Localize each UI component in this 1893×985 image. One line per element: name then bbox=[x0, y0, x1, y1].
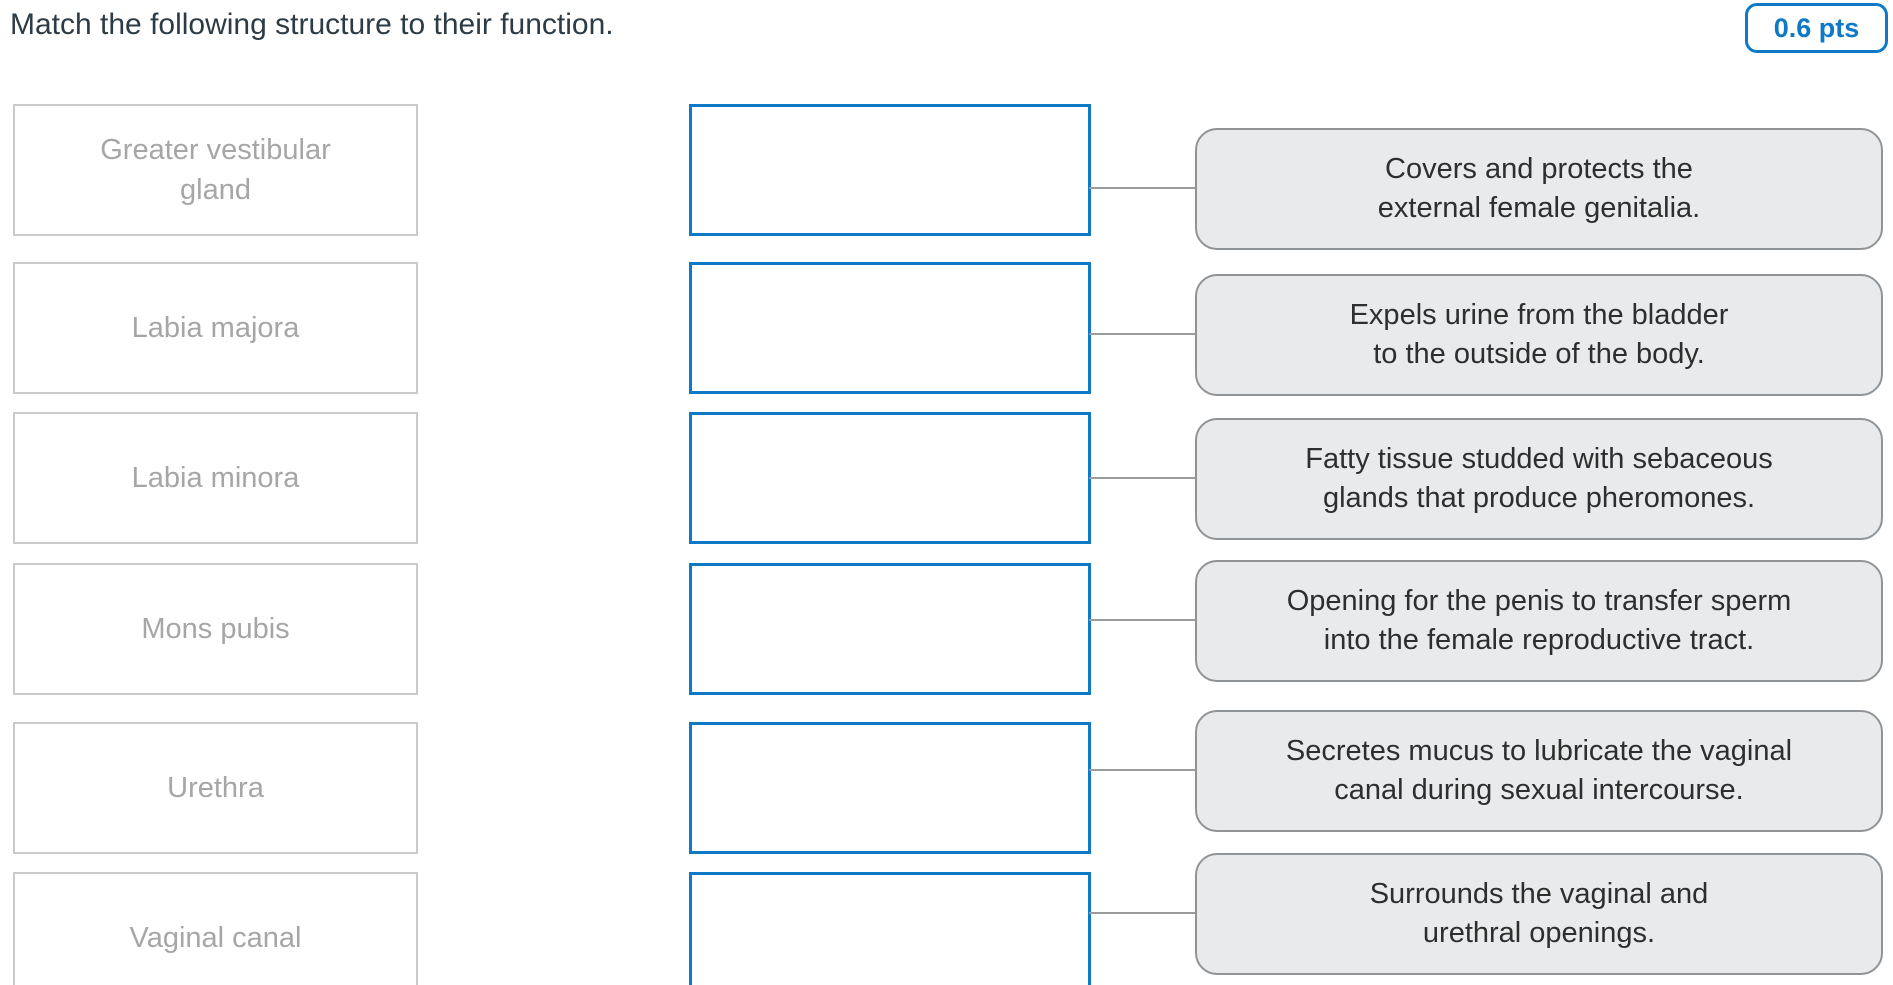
function-bubble-secretes-mucus: Secretes mucus to lubricate the vaginal … bbox=[1195, 710, 1883, 832]
connector-line-1 bbox=[1089, 187, 1195, 189]
drop-zone-5[interactable] bbox=[689, 722, 1091, 854]
connector-line-5 bbox=[1089, 769, 1195, 771]
structure-chip-vaginal-canal[interactable]: Vaginal canal bbox=[13, 872, 418, 985]
structure-chip-mons-pubis[interactable]: Mons pubis bbox=[13, 563, 418, 695]
structure-chip-labia-minora[interactable]: Labia minora bbox=[13, 412, 418, 544]
question-prompt: Match the following structure to their f… bbox=[10, 8, 614, 41]
connector-line-4 bbox=[1089, 619, 1195, 621]
drop-zone-2[interactable] bbox=[689, 262, 1091, 394]
structure-chip-greater-vestibular-gland[interactable]: Greater vestibular gland bbox=[13, 104, 418, 236]
function-bubble-expels-urine: Expels urine from the bladder to the out… bbox=[1195, 274, 1883, 396]
connector-line-6 bbox=[1089, 912, 1195, 914]
drop-zone-6[interactable] bbox=[689, 872, 1091, 985]
drop-zone-3[interactable] bbox=[689, 412, 1091, 544]
function-bubble-opening-for-penis: Opening for the penis to transfer sperm … bbox=[1195, 560, 1883, 682]
function-bubble-fatty-tissue: Fatty tissue studded with sebaceous glan… bbox=[1195, 418, 1883, 540]
drop-zone-4[interactable] bbox=[689, 563, 1091, 695]
connector-line-3 bbox=[1089, 477, 1195, 479]
connector-line-2 bbox=[1089, 333, 1195, 335]
function-bubble-surrounds-openings: Surrounds the vaginal and urethral openi… bbox=[1195, 853, 1883, 975]
structure-chip-labia-majora[interactable]: Labia majora bbox=[13, 262, 418, 394]
drop-zone-1[interactable] bbox=[689, 104, 1091, 236]
structure-chip-urethra[interactable]: Urethra bbox=[13, 722, 418, 854]
points-badge: 0.6 pts bbox=[1745, 3, 1888, 53]
function-bubble-covers-protects: Covers and protects the external female … bbox=[1195, 128, 1883, 250]
